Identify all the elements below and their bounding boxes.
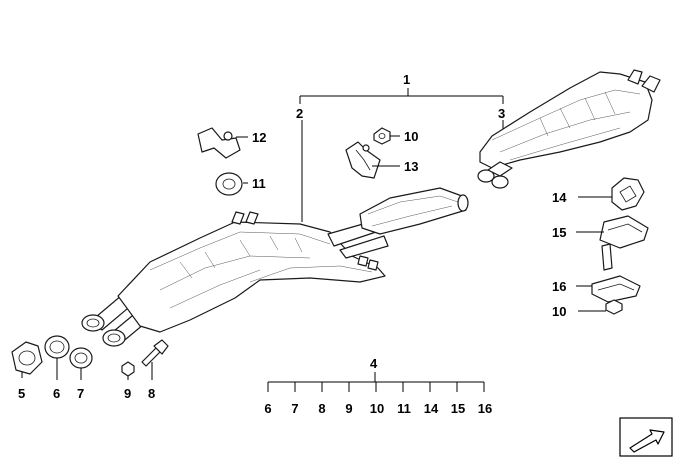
group4-item: 9 <box>345 401 352 416</box>
nut-10-part <box>373 127 400 145</box>
callout-8: 8 <box>148 386 155 401</box>
flange-5-part <box>11 341 43 378</box>
callout-10-right: 10 <box>552 304 566 319</box>
callout-9: 9 <box>124 386 131 401</box>
group4-item: 6 <box>264 401 271 416</box>
group4-item: 16 <box>478 401 492 416</box>
center-muffler-part <box>81 187 469 347</box>
callout-15: 15 <box>552 225 566 240</box>
callout-6: 6 <box>53 386 60 401</box>
group4-item: 7 <box>291 401 298 416</box>
group4-item: 10 <box>370 401 384 416</box>
bracket-group-4 <box>267 372 485 392</box>
rubber-mount-11-part <box>215 172 248 196</box>
callout-14: 14 <box>552 190 567 205</box>
callout-16: 16 <box>552 279 566 294</box>
nut-9-part <box>121 361 135 380</box>
callout-2: 2 <box>296 106 303 121</box>
callout-5: 5 <box>18 386 25 401</box>
callout-3: 3 <box>498 106 505 121</box>
bracket-16-part <box>576 275 641 303</box>
gasket-6-part <box>44 335 70 380</box>
group4-item: 8 <box>318 401 325 416</box>
callout-1: 1 <box>403 72 410 87</box>
ring-7-part <box>69 347 93 380</box>
rubber-hanger-14-part <box>578 177 645 211</box>
bolt-8-part <box>141 339 169 380</box>
callout-13: 13 <box>404 159 418 174</box>
rear-muffler-part <box>477 69 661 189</box>
group4-item: 14 <box>424 401 439 416</box>
clamp-13-part <box>345 141 400 179</box>
bracket-12-part <box>197 127 248 159</box>
callout-12: 12 <box>252 130 266 145</box>
callout-11: 11 <box>252 176 266 191</box>
callout-10-top: 10 <box>404 129 418 144</box>
callout-4: 4 <box>370 356 378 371</box>
nut-10b-part <box>578 299 623 315</box>
next-arrow-icon[interactable] <box>619 417 673 457</box>
callout-7: 7 <box>77 386 84 401</box>
bracket-15-part <box>576 215 649 271</box>
group4-item: 15 <box>451 401 465 416</box>
group4-item: 11 <box>397 401 411 416</box>
bracket-group-1 <box>299 88 504 104</box>
